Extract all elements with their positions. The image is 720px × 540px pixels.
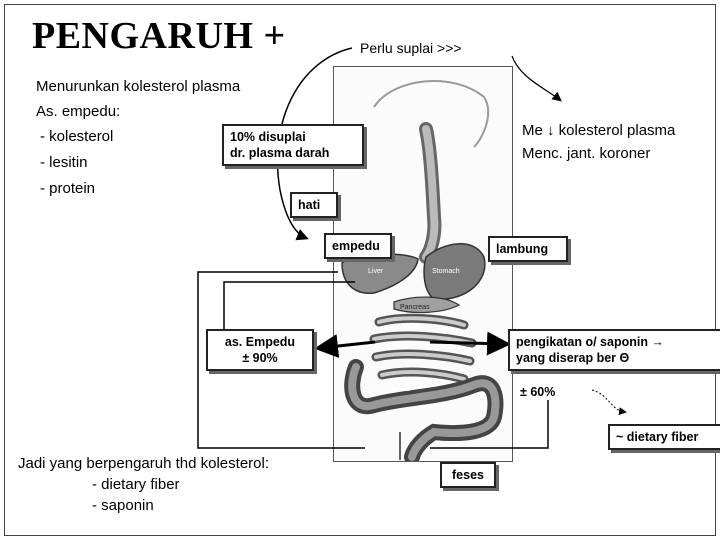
binding-line-1: pengikatan o/ saponin →: [516, 334, 714, 350]
hati-label-box: hati: [290, 192, 338, 218]
binding-line-2: yang diserap ber Θ: [516, 350, 714, 366]
dietary-fiber-box: ~ dietary fiber: [608, 424, 720, 450]
saponin-binding-box: pengikatan o/ saponin → yang diserap ber…: [508, 329, 720, 371]
to-bile-acid-arrow: [320, 342, 375, 348]
conclusion-item-fiber: - dietary fiber: [92, 476, 180, 493]
feses-line: [430, 400, 548, 448]
supply-box-line-1: 10% disuplai: [230, 129, 356, 145]
bile-acid-box: as. Empedu ± 90%: [206, 329, 314, 371]
feses-box: feses: [440, 462, 496, 488]
bile-acid-line-2: ± 90%: [214, 350, 306, 366]
to-binding-arrow: [430, 342, 505, 344]
conclusion-heading: Jadi yang berpengaruh thd kolesterol:: [18, 455, 269, 472]
conclusion-item-saponin: - saponin: [92, 497, 154, 514]
percent-60-label: ± 60%: [520, 385, 555, 399]
bile-acid-line-1: as. Empedu: [214, 334, 306, 350]
effect-arrow: [512, 56, 560, 100]
empedu-label-box: empedu: [324, 233, 392, 259]
supply-box-line-2: dr. plasma darah: [230, 145, 356, 161]
lambung-label-box: lambung: [488, 236, 568, 262]
supply-box: 10% disuplai dr. plasma darah: [222, 124, 364, 166]
